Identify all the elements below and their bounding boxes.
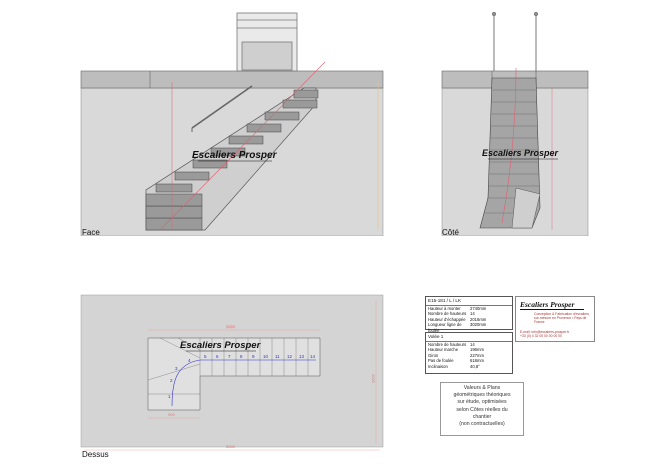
note-line: chantier (472, 413, 492, 420)
logo-card-tagline-1: Conception & Fabrication d'escaliers (534, 312, 589, 316)
plan-tread-lines (147, 337, 309, 395)
dim-width: 2020 (226, 324, 236, 329)
step-number: 6 (216, 354, 219, 359)
step-number: 11 (275, 354, 280, 359)
step-number: 5 (204, 354, 207, 359)
face-floor-slab (80, 70, 384, 89)
logo-card-contact-2: +33 (0) 4 32 00 00 00 00 00 (520, 334, 562, 338)
step-number: 10 (263, 354, 269, 359)
logo-card-contact-1: E-mail: info@escaliers-prosper.fr (520, 330, 570, 334)
cote-label: Côté (442, 228, 459, 237)
plan-view-drawing: 1 2 3 4 5 6 7 8 9 10 11 12 13 14 2020 90… (80, 294, 384, 451)
step-number: 14 (310, 354, 316, 359)
plan-dimensions: 2020 900 2000 3000 (84, 300, 380, 451)
step-number: 12 (287, 354, 293, 359)
note-line: géométriques théoriques (453, 392, 511, 399)
face-handrail (191, 85, 253, 129)
cote-railing-posts (492, 12, 538, 71)
dim-height: 2000 (371, 374, 376, 384)
disclaimer-note: Valeurs & Plans géométriques théoriques … (440, 382, 524, 436)
logo-card-brand: Escaliers Prosper (520, 300, 584, 310)
dessus-label: Dessus (82, 450, 109, 459)
step-number: 9 (252, 354, 255, 359)
volee-title: Volée 1 (426, 333, 512, 342)
face-view-drawing: Escaliers Prosper (80, 12, 384, 236)
cote-stair-lines (484, 89, 540, 214)
note-line: selon Côtes réelles du (456, 406, 508, 413)
step-number: 7 (228, 354, 231, 359)
step-number: 13 (299, 354, 305, 359)
plan-step-numbers: 1 2 3 4 5 6 7 8 9 10 11 12 13 14 (168, 354, 316, 399)
step-number: 8 (240, 354, 243, 359)
face-label: Face (82, 228, 100, 237)
face-walkline (159, 61, 326, 231)
dim-bottom: 900 (168, 412, 175, 417)
step-number: 1 (168, 394, 171, 399)
plan-walkline (171, 359, 316, 407)
step-number: 4 (188, 358, 191, 363)
face-stair-treads (145, 89, 319, 231)
step-number: 2 (170, 378, 173, 383)
logo-card-tagline-2: sur-mesure en Provence • Pays de France (534, 316, 587, 324)
note-line: sur étude, optimisées (457, 399, 507, 406)
cote-logo: Escaliers Prosper (482, 148, 559, 158)
note-line: Valeurs & Plans (463, 385, 501, 391)
step-number: 3 (175, 366, 178, 371)
cote-view-drawing: Escaliers Prosper (441, 12, 589, 236)
spec-reference: E15-181 / L / LK (426, 297, 512, 306)
face-logo: Escaliers Prosper (192, 150, 278, 161)
plan-logo: Escaliers Prosper (180, 340, 262, 351)
logo-card: Escaliers Prosper Conception & Fabricati… (515, 296, 595, 342)
face-upper-railing (236, 12, 298, 72)
note-line: (non contractuelles) (459, 421, 505, 428)
dim-overall: 3000 (226, 444, 236, 449)
